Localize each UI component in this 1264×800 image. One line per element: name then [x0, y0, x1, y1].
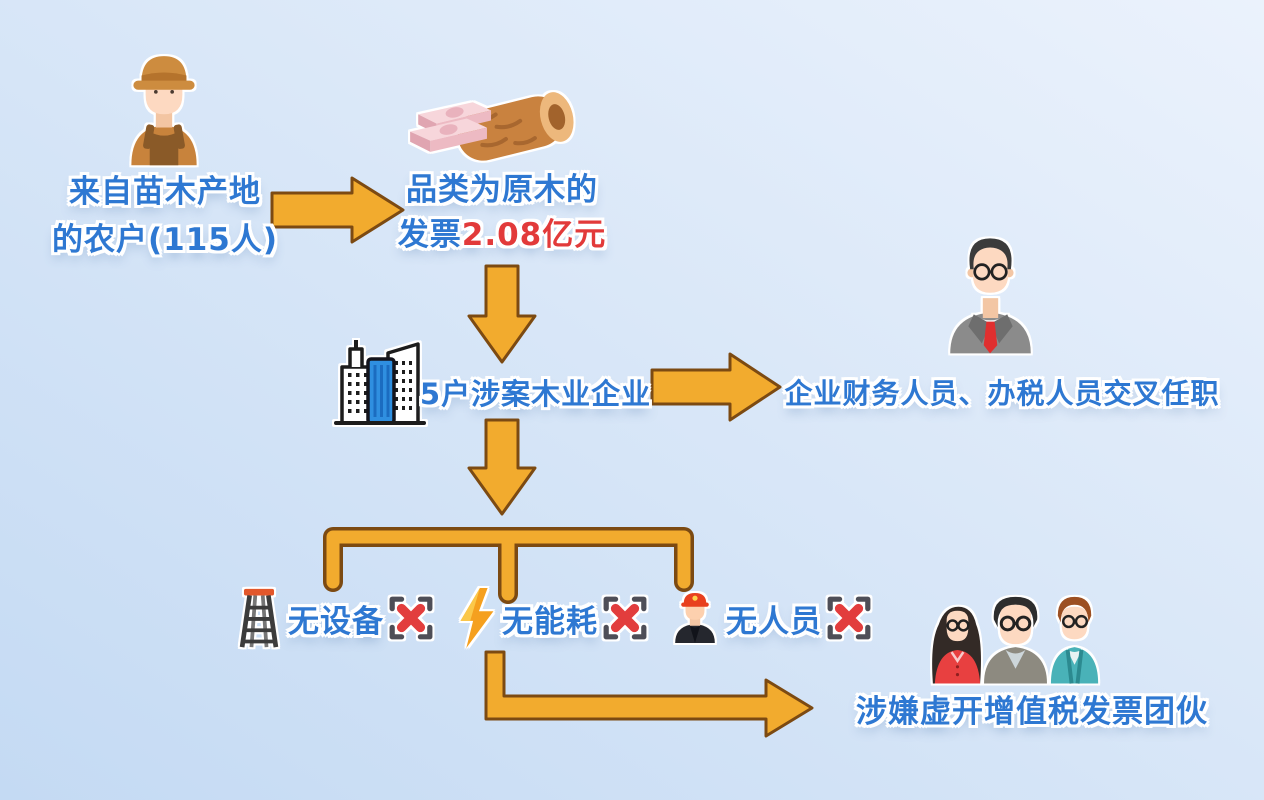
deficiency-label-energy: 无能耗 [502, 603, 598, 640]
cross-staff-label: 企业财务人员、办税人员交叉任职 [784, 377, 1220, 410]
invoice-label-line2: 发票2.08亿元 [377, 213, 627, 258]
person-man-right [1050, 596, 1099, 684]
arrow-companies-to-staff [650, 352, 782, 422]
farmers-label: 来自苗木产地 的农户(115人) [15, 168, 315, 264]
buildings-icon [334, 340, 426, 425]
arrow-invoice-to-companies [467, 264, 537, 364]
deficiency-item-energy: 无能耗 [456, 586, 648, 650]
deficiency-item-personnel: 无人员 [670, 589, 872, 647]
invoice-label: 品类为原木的 发票2.08亿元 [377, 168, 627, 258]
deficiencies-row: 无设备 无能耗 [236, 586, 872, 650]
deficiency-label-equipment: 无设备 [288, 603, 384, 640]
companies-label: 5户涉案木业企业 [419, 377, 652, 411]
worker-icon [675, 593, 715, 643]
gang-label: 涉嫌虚开增值税发票团伙 [856, 694, 1208, 730]
ladder-icon [239, 588, 279, 648]
arrow-companies-to-deficiencies [467, 418, 537, 516]
cross-mark-icon [389, 596, 433, 640]
farmer-icon [131, 56, 197, 166]
lightning-icon [460, 587, 494, 649]
deficiency-item-equipment: 无设备 [236, 587, 434, 649]
invoice-amount: 2.08亿元 [461, 216, 607, 253]
log-money-icon [410, 92, 574, 161]
person-woman [932, 606, 981, 684]
person-man-center [984, 596, 1047, 684]
farmers-label-line2: 的农户(115人) [51, 222, 279, 259]
arrow-deficiencies-to-gang [484, 650, 814, 738]
invoice-label-line1: 品类为原木的 [406, 172, 598, 208]
cross-mark-icon [603, 596, 647, 640]
cross-mark-icon [827, 596, 871, 640]
people-group-icon [932, 596, 1099, 684]
businessman-icon [950, 238, 1031, 354]
invoice-label-prefix: 发票 [397, 216, 462, 253]
deficiency-label-personnel: 无人员 [726, 603, 822, 640]
farmers-label-line1: 来自苗木产地 [69, 174, 261, 210]
